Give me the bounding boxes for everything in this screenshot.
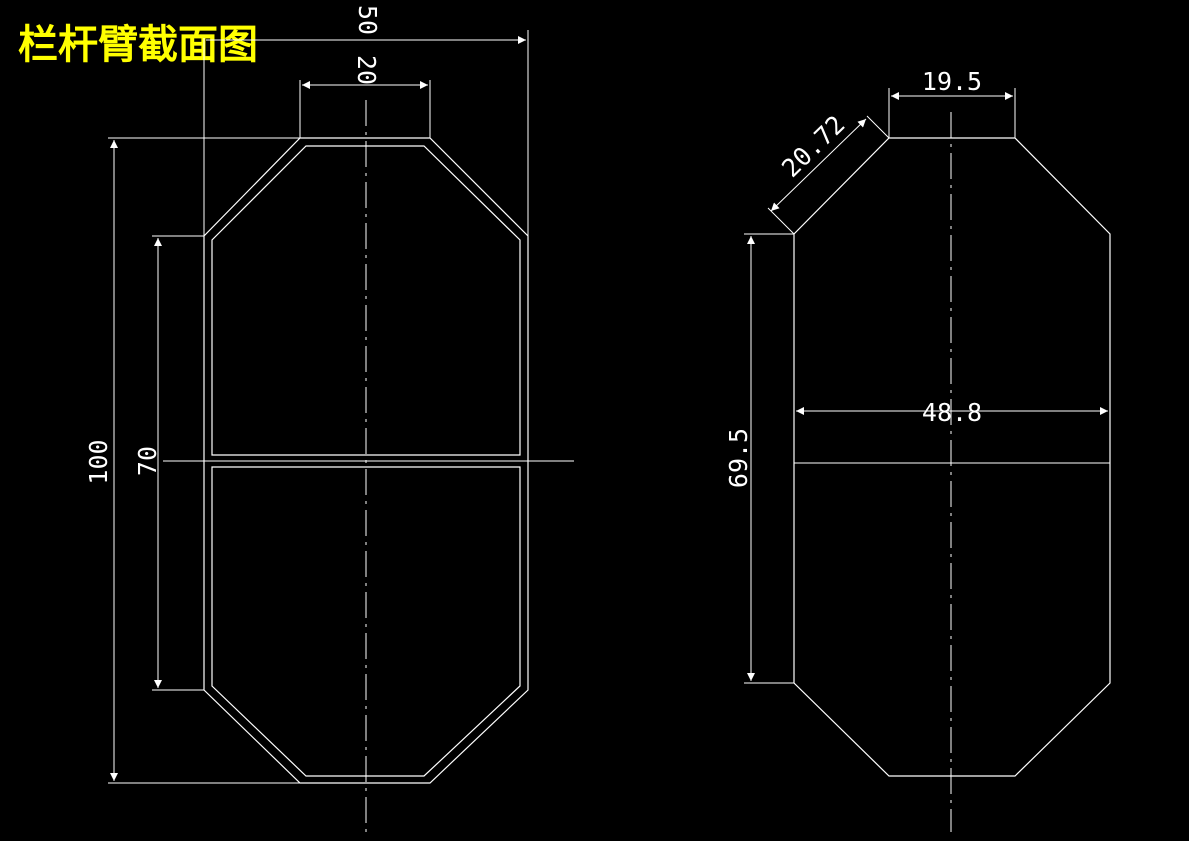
right-outer-profile (793, 137, 1111, 777)
left-section (108, 30, 574, 835)
left-outer-profile (203, 137, 529, 784)
right-ext-chamfer-a (866, 115, 890, 139)
left-dim-overall-height: 100 (84, 439, 113, 484)
right-section (744, 88, 1111, 832)
left-dim-side-height: 70 (133, 446, 162, 476)
drawing-title: 栏杆臂截面图 (18, 22, 258, 68)
left-inner-upper-cell (211, 145, 521, 456)
right-dim-side-height: 69.5 (724, 428, 753, 488)
left-dim-overall-width: 50 (353, 5, 382, 35)
left-dim-top-flat-width: 20 (352, 55, 381, 85)
right-ext-chamfer-b (767, 207, 795, 235)
right-dim-width: 48.8 (922, 398, 982, 427)
left-inner-lower-cell (211, 466, 521, 777)
right-dim-line-chamfer (770, 118, 867, 212)
right-dim-top-flat-width: 19.5 (922, 67, 982, 96)
right-dim-chamfer-length: 20.72 (776, 110, 850, 183)
